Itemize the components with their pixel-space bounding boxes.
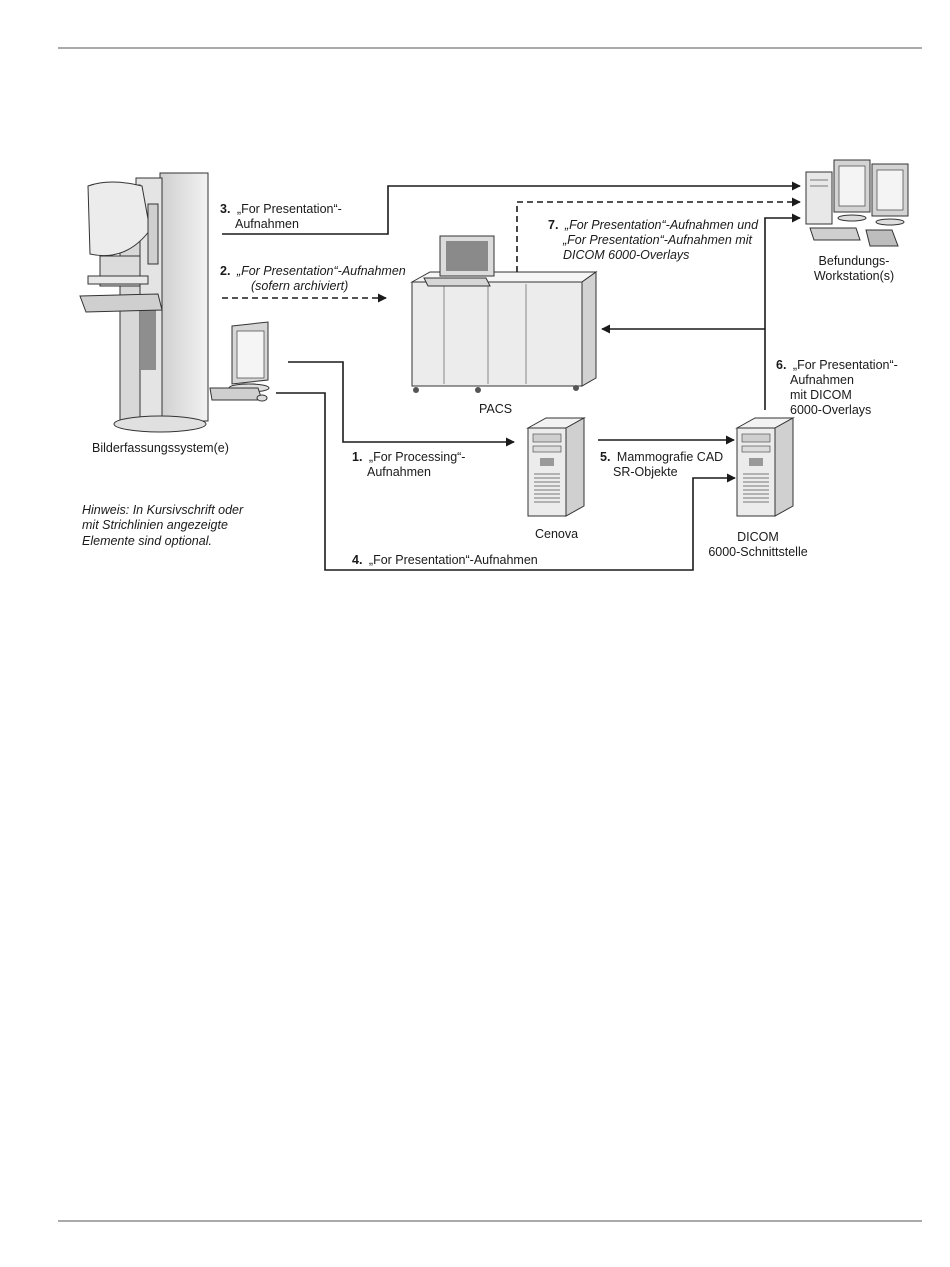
step-6-number: 6.: [776, 358, 786, 372]
pacs-server-icon: [410, 235, 598, 393]
cenova-label: Cenova: [535, 527, 578, 541]
step-2-label-2: (sofern archiviert): [251, 279, 348, 293]
mammography-system-icon: [79, 172, 209, 433]
step-1-label: „For Processing“-: [369, 450, 466, 464]
step-3-label: „For Presentation“-: [237, 202, 342, 216]
svg-text:3. „For Presentation“-: 3. „For Presentation“-: [220, 202, 342, 216]
workstation-label-1: Befundungs-: [819, 254, 890, 268]
step-7-number: 7.: [548, 218, 558, 232]
step-4-label: „For Presentation“-Aufnahmen: [369, 553, 538, 567]
dicom-label-2: 6000-Schnittstelle: [708, 545, 807, 559]
svg-text:4. „For Presentation“-Aufn: 4. „For Presentation“-Aufnahmen: [352, 553, 538, 567]
step-6-label: „For Presentation“-: [793, 358, 898, 372]
svg-text:2. „For Presentation“-Aufn: 2. „For Presentation“-Aufnahmen: [220, 264, 406, 278]
step-4-number: 4.: [352, 553, 362, 567]
review-workstation-icon: [805, 159, 909, 247]
step-5-number: 5.: [600, 450, 610, 464]
flow-7-line: [516, 197, 801, 272]
flow-1-line: [288, 361, 515, 447]
cenova-server-icon: [526, 417, 586, 517]
step-7-label-3: DICOM 6000-Overlays: [563, 248, 689, 262]
step-3-label-2: Aufnahmen: [235, 217, 299, 231]
step-1-label-2: Aufnahmen: [367, 465, 431, 479]
svg-text:5. Mammografie CAD: 5. Mammografie CAD: [600, 450, 723, 464]
note-line-1: Hinweis: In Kursivschrift oder: [82, 503, 244, 517]
acquisition-label: Bilderfassungssystem(e): [92, 441, 229, 455]
svg-text:7. „For Presentation“-Aufn: 7. „For Presentation“-Aufnahmen und: [548, 218, 759, 232]
step-7-label-2: „For Presentation“-Aufnahmen mit: [562, 233, 752, 247]
svg-text:1. „For Processing“-: 1. „For Processing“-: [352, 450, 465, 464]
step-5-label-2: SR-Objekte: [613, 465, 678, 479]
dicom-6000-server-icon: [735, 417, 795, 517]
acquisition-workstation-icon: [209, 321, 270, 402]
step-5-label: Mammografie CAD: [617, 450, 723, 464]
step-7-label: „For Presentation“-Aufnahmen und: [564, 218, 759, 232]
flow-4-line: [276, 392, 736, 571]
flow-6-line: [764, 213, 801, 410]
step-6-label-2: Aufnahmen: [790, 373, 854, 387]
dicom-label-1: DICOM: [737, 530, 779, 544]
step-6-label-4: 6000-Overlays: [790, 403, 871, 417]
note-line-2: mit Strichlinien angezeigte: [82, 518, 228, 532]
flow-3-line: [222, 181, 801, 235]
step-3-number: 3.: [220, 202, 230, 216]
pacs-label: PACS: [479, 402, 512, 416]
step-1-number: 1.: [352, 450, 362, 464]
step-2-number: 2.: [220, 264, 230, 278]
note-line-3: Elemente sind optional.: [82, 534, 212, 548]
svg-text:6. „For Presentation“-: 6. „For Presentation“-: [776, 358, 898, 372]
workstation-label-2: Workstation(s): [814, 269, 894, 283]
step-2-label: „For Presentation“-Aufnahmen: [236, 264, 406, 278]
step-6-label-3: mit DICOM: [790, 388, 852, 402]
